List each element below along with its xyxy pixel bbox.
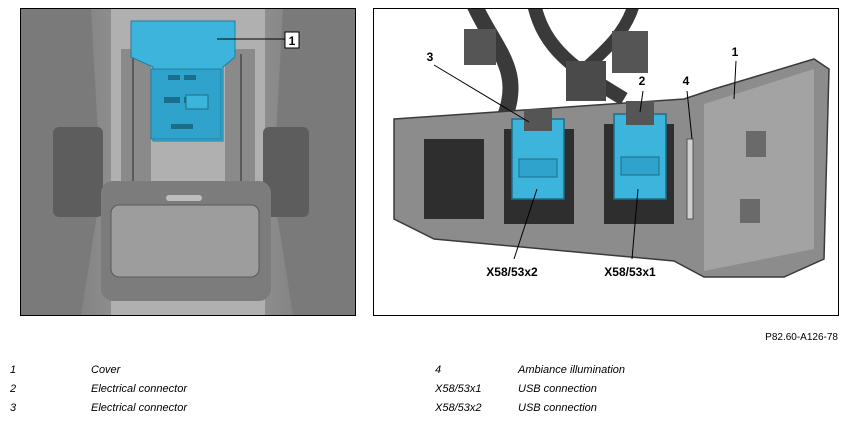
left-side-block (53, 127, 103, 217)
right-seat (273, 9, 355, 315)
detail-illustration: 3 2 4 1 X58/53x2 X58/53x1 (373, 8, 839, 316)
legend-text: Electrical connector (91, 402, 187, 414)
callout-label-4: 4 (683, 74, 690, 88)
cover-clip-lower (740, 199, 760, 223)
rail-left (121, 49, 151, 199)
legend-text: Cover (91, 364, 121, 376)
cable-harness-a (467, 9, 519, 122)
legend-key: 4 (435, 364, 442, 376)
callout-label-3: 3 (427, 50, 434, 64)
cover-detail-drawing: 3 2 4 1 X58/53x2 X58/53x1 (393, 9, 830, 279)
legend-key: 1 (10, 364, 17, 376)
cable-plug-a (464, 29, 496, 65)
right-side-block (263, 127, 309, 217)
callout-leader-2 (639, 90, 644, 113)
legend-row: 1 (10, 364, 16, 376)
electrical-connector-2 (626, 101, 654, 125)
callout-label-1: 1 (289, 34, 296, 48)
legend-text: USB connection (518, 402, 597, 414)
callout-leader-x1 (631, 188, 639, 260)
cable-plug-b (612, 31, 648, 73)
callout-leader-1b (733, 60, 737, 100)
lid-handle (166, 195, 202, 201)
callout-box-1 (284, 31, 300, 49)
callout-leader-x2 (513, 188, 538, 260)
legend-text: Ambiance illumination (518, 364, 625, 376)
legend-key: X58/53x2 (435, 402, 482, 414)
electrical-connector-3 (524, 109, 552, 131)
lid-panel (110, 204, 260, 278)
legend-text: Electrical connector (91, 383, 187, 395)
figure-reference-id: P82.60-A126-78 (765, 332, 838, 343)
legend-text: USB connection (518, 383, 597, 395)
slot-left (424, 139, 484, 219)
console-overview-drawing: 1 (21, 9, 355, 315)
callout-leader-3 (433, 64, 530, 123)
callout-label-1: 1 (732, 45, 739, 59)
cable-harness-b (528, 9, 628, 106)
cable-plug-c (566, 61, 606, 101)
connector-label-x1: X58/53x1 (604, 265, 656, 279)
callout-label-2: 2 (639, 74, 646, 88)
cover-side-face (704, 69, 814, 271)
callout-leader-4 (686, 90, 693, 140)
legend-key: 3 (10, 402, 17, 414)
cover-clip-upper (746, 131, 766, 157)
legend-key: X58/53x1 (435, 383, 482, 395)
legend-key: 2 (10, 383, 17, 395)
ambiance-illumination-strip (686, 138, 694, 220)
connector-label-x2: X58/53x2 (486, 265, 538, 279)
overview-illustration: 1 (20, 8, 356, 316)
